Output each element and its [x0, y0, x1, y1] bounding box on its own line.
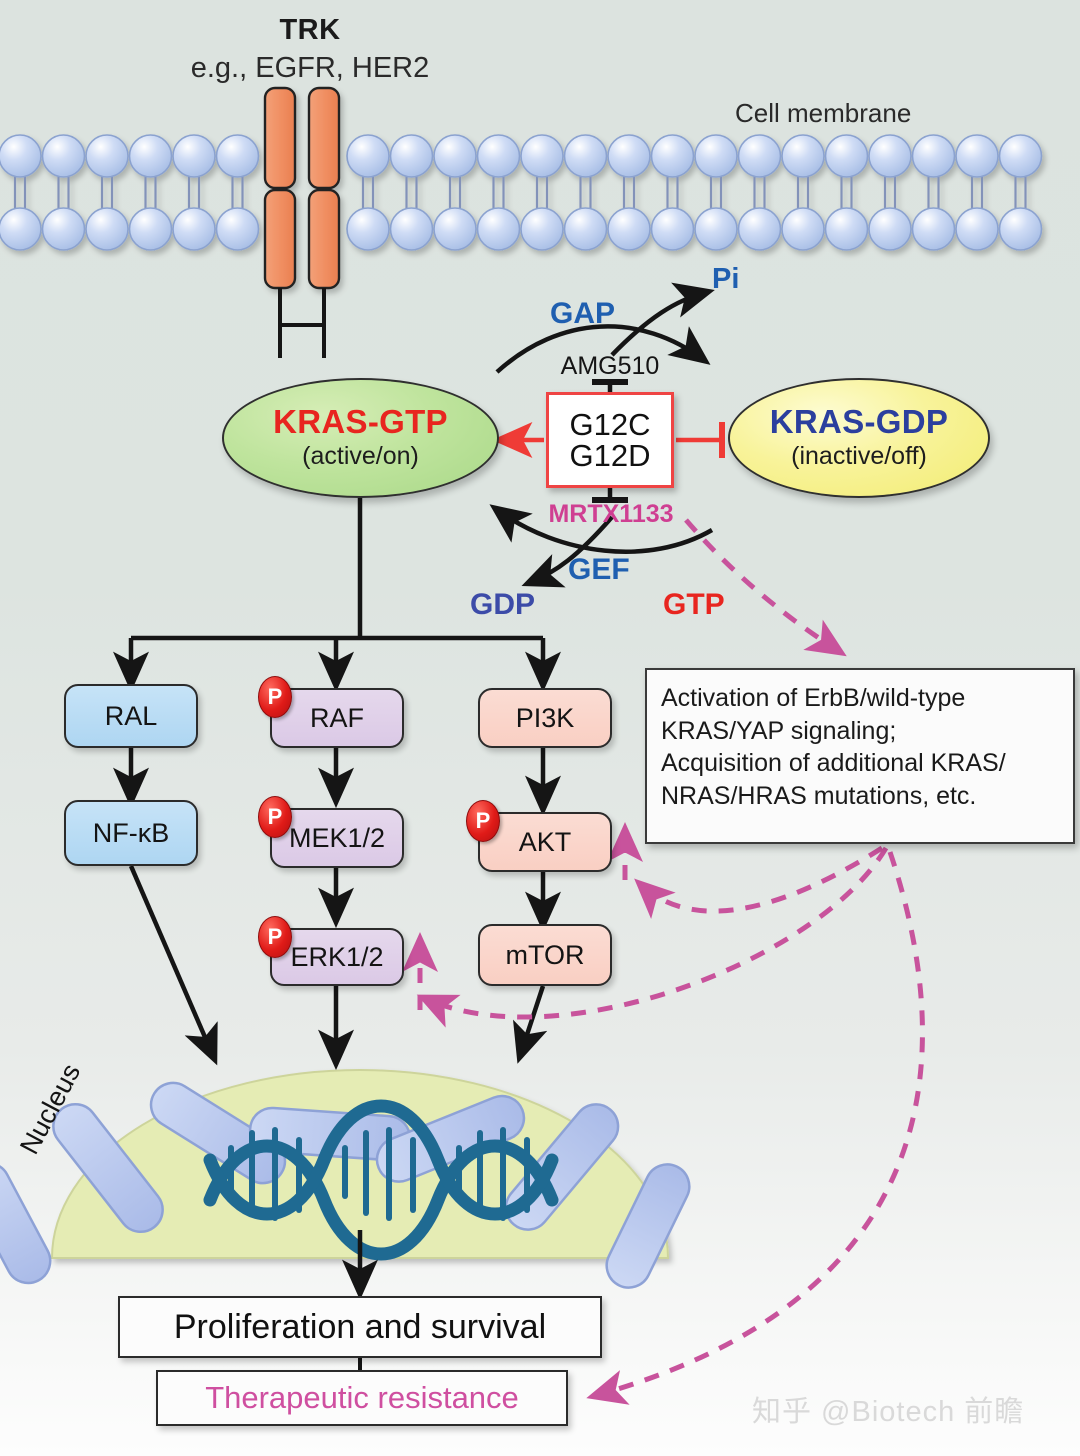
watermark: 知乎 @Biotech 前瞻: [752, 1396, 1025, 1428]
node-akt[interactable]: AKT: [478, 812, 612, 872]
therapeutic-resistance-box: Therapeutic resistance: [156, 1370, 568, 1426]
node-pi3k[interactable]: PI3K: [478, 688, 612, 748]
resistance-line-2: KRAS/YAP signaling;: [661, 716, 897, 745]
node-raf[interactable]: RAF: [270, 688, 404, 748]
kras-mutation-box[interactable]: G12C G12D: [546, 392, 674, 488]
pi-label: Pi: [712, 263, 740, 295]
kras-gtp-label: KRAS-GTP: [273, 402, 448, 440]
mutation-inhibition-bar: [676, 422, 725, 458]
phospho-badge-erk: P: [258, 916, 292, 958]
node-erk12[interactable]: ERK1/2: [270, 928, 404, 986]
amg510-label: AMG510: [560, 352, 660, 380]
receptor-title: TRK: [279, 14, 341, 46]
proliferation-survival-box: Proliferation and survival: [118, 1296, 602, 1358]
kras-gdp-state: (inactive/off): [791, 442, 927, 471]
kras-gtp-state: (active/on): [302, 442, 419, 471]
node-nfkb[interactable]: NF-κB: [64, 800, 198, 866]
kras-gdp-label: KRAS-GDP: [769, 402, 949, 440]
gtp-label: GTP: [663, 588, 725, 621]
phospho-badge-mek: P: [258, 796, 292, 838]
kras-gdp-node[interactable]: KRAS-GDP (inactive/off): [728, 378, 990, 498]
resistance-mechanisms-box: Activation of ErbB/wild-type KRAS/YAP si…: [645, 668, 1075, 844]
branch-connectors: [113, 748, 561, 933]
receptor-tails: [278, 288, 326, 358]
trk-receptor: [263, 86, 341, 290]
phospho-badge-akt: P: [466, 800, 500, 842]
node-mtor[interactable]: mTOR: [478, 924, 612, 986]
gef-label: GEF: [568, 553, 630, 586]
node-ral[interactable]: RAL: [64, 684, 198, 748]
nucleus-input-arrows: [128, 865, 548, 1071]
resistance-line-4: NRAS/HRAS mutations, etc.: [661, 781, 977, 810]
phospho-badge-raf: P: [258, 676, 292, 718]
gap-arc: [495, 324, 711, 374]
kras-gtp-node[interactable]: KRAS-GTP (active/on): [222, 378, 499, 498]
mutation-g12d: G12D: [569, 438, 651, 473]
resistance-dashed-arrows: [402, 518, 925, 1405]
node-mek12[interactable]: MEK1/2: [270, 808, 404, 868]
dna-helix: [203, 1099, 559, 1261]
cell-membrane: [0, 134, 1043, 251]
mrtx1133-label: MRTX1133: [548, 500, 674, 528]
cell-membrane-label: Cell membrane: [735, 98, 912, 128]
gdp-arrow: [521, 515, 614, 588]
gdp-label: GDP: [470, 588, 536, 621]
resistance-line-3: Acquisition of additional KRAS/: [661, 749, 1006, 777]
gef-arc: [489, 504, 714, 554]
receptor-subtitle: e.g., EGFR, HER2: [190, 52, 430, 84]
gap-label: GAP: [550, 297, 616, 330]
mutation-g12c: G12C: [569, 407, 651, 442]
resistance-line-1: Activation of ErbB/wild-type: [661, 684, 966, 712]
downstream-trunk: [113, 498, 561, 693]
pi-arrow: [610, 282, 715, 357]
